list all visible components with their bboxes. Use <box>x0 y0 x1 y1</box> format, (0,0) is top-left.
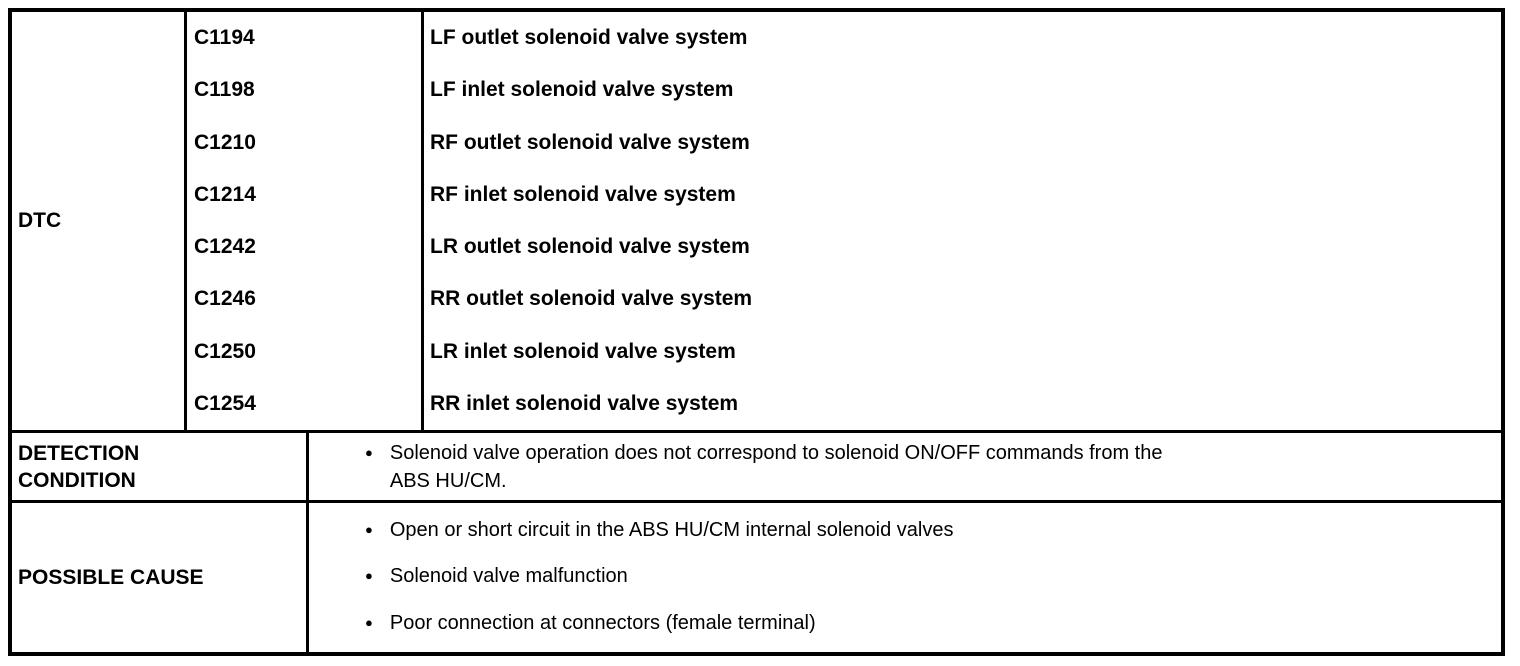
dtc-description: RR outlet solenoid valve system <box>430 287 753 311</box>
detection-condition-content: ● Solenoid valve operation does not corr… <box>309 433 1501 500</box>
dtc-description: LF outlet solenoid valve system <box>430 26 748 50</box>
bullet-icon: ● <box>365 444 373 460</box>
possible-cause-label: POSSIBLE CAUSE <box>18 566 204 589</box>
table-row: C1194 LF outlet solenoid valve system <box>187 12 1501 65</box>
bullet-icon: ● <box>365 614 373 630</box>
dtc-row-header: DTC <box>12 12 187 430</box>
detection-condition-row: DETECTION CONDITION ● Solenoid valve ope… <box>12 433 1501 503</box>
possible-cause-content: ● Open or short circuit in the ABS HU/CM… <box>309 503 1501 652</box>
possible-cause-text: Poor connection at connectors (female te… <box>389 611 816 634</box>
list-item: ● Solenoid valve malfunction <box>365 562 1501 590</box>
dtc-section: DTC C1194 LF outlet solenoid valve syste… <box>12 12 1501 433</box>
dtc-code: C1246 <box>187 273 424 326</box>
bullet-icon: ● <box>365 568 373 584</box>
possible-cause-row: POSSIBLE CAUSE ● Open or short circuit i… <box>12 503 1501 652</box>
dtc-code: C1242 <box>187 221 424 274</box>
possible-cause-header: POSSIBLE CAUSE <box>12 503 309 652</box>
dtc-code: C1254 <box>187 377 424 430</box>
table-row: C1246 RR outlet solenoid valve system <box>187 273 1501 326</box>
dtc-code: C1210 <box>187 116 424 169</box>
dtc-description: LR inlet solenoid valve system <box>430 339 736 363</box>
table-row: C1250 LR inlet solenoid valve system <box>187 325 1501 378</box>
detection-condition-label: DETECTION CONDITION <box>18 441 140 492</box>
bullet-icon: ● <box>365 522 373 538</box>
detection-condition-header: DETECTION CONDITION <box>12 433 309 500</box>
dtc-description: RR inlet solenoid valve system <box>430 391 739 415</box>
list-item: ● Solenoid valve operation does not corr… <box>365 439 1501 495</box>
list-item: ● Poor connection at connectors (female … <box>365 609 1501 637</box>
dtc-description: LR outlet solenoid valve system <box>430 235 750 259</box>
table-row: C1214 RF inlet solenoid valve system <box>187 168 1501 221</box>
possible-cause-text: Solenoid valve malfunction <box>389 565 628 588</box>
dtc-code: C1250 <box>187 325 424 378</box>
list-item: ● Open or short circuit in the ABS HU/CM… <box>365 516 1501 544</box>
table-row: C1242 LR outlet solenoid valve system <box>187 221 1501 274</box>
table-row: C1198 LF inlet solenoid valve system <box>187 64 1501 117</box>
dtc-description: LF inlet solenoid valve system <box>430 78 734 102</box>
dtc-code: C1214 <box>187 168 424 221</box>
dtc-description: RF inlet solenoid valve system <box>430 182 736 206</box>
possible-cause-text: Open or short circuit in the ABS HU/CM i… <box>389 519 954 542</box>
dtc-code-list: C1194 LF outlet solenoid valve system C1… <box>187 12 1501 430</box>
table-row: C1254 RR inlet solenoid valve system <box>187 377 1501 430</box>
dtc-description: RF outlet solenoid valve system <box>430 130 750 154</box>
dtc-code: C1198 <box>187 64 424 117</box>
table-row: C1210 RF outlet solenoid valve system <box>187 116 1501 169</box>
dtc-code: C1194 <box>187 12 424 65</box>
detection-condition-text: Solenoid valve operation does not corres… <box>389 441 1163 492</box>
dtc-table: DTC C1194 LF outlet solenoid valve syste… <box>8 8 1505 656</box>
